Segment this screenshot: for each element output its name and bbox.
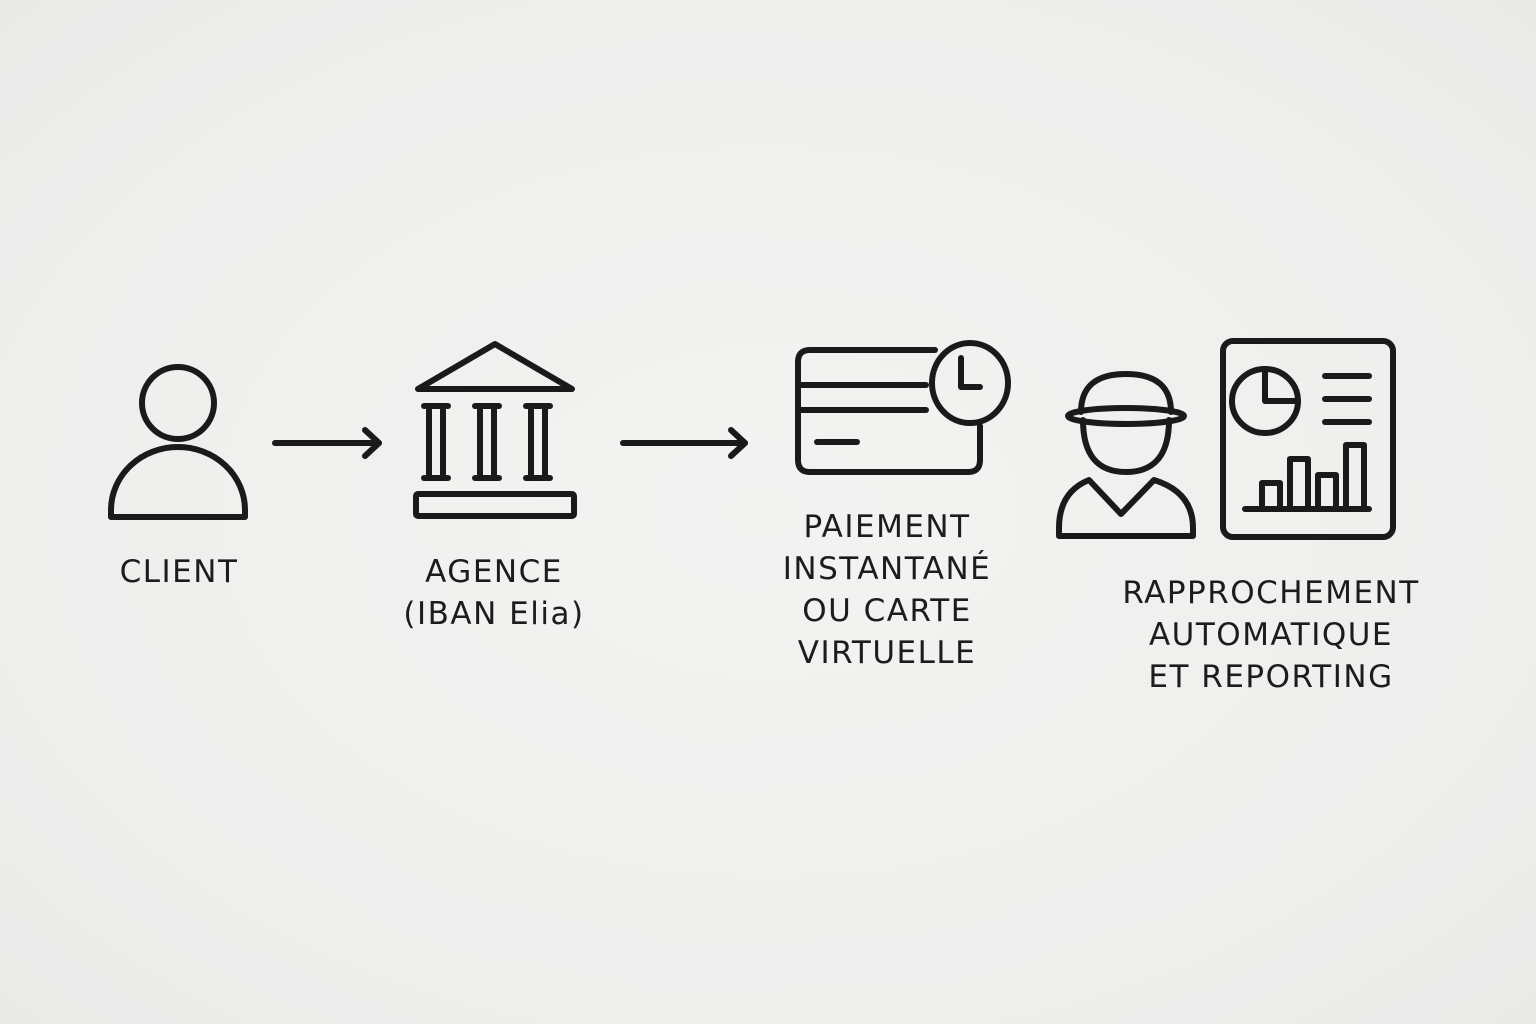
- person-icon: [108, 364, 248, 520]
- step-agence-label: AGENCE (IBAN Elia): [403, 551, 584, 635]
- label-line: AGENCE: [425, 554, 563, 590]
- arrow-right-icon: [620, 427, 748, 459]
- label-line: PAIEMENT: [803, 509, 971, 545]
- label-line: (IBAN Elia): [403, 596, 585, 632]
- arrow-right-icon: [272, 427, 382, 459]
- label-line: RAPPROCHEMENT: [1122, 575, 1420, 611]
- step-client-label: CLIENT: [120, 551, 239, 593]
- person-hat-icon: [1056, 371, 1196, 539]
- label-line: VIRTUELLE: [797, 635, 977, 671]
- step-rapprochement-label: RAPPROCHEMENT AUTOMATIQUE ET REPORTING: [1122, 572, 1419, 698]
- label-line: INSTANTANÉ: [782, 551, 992, 587]
- credit-card-clock-icon: [795, 340, 1011, 475]
- label-line: CLIENT: [119, 554, 239, 590]
- report-chart-icon: [1220, 338, 1396, 540]
- label-line: OU CARTE: [802, 593, 972, 629]
- label-line: AUTOMATIQUE: [1148, 617, 1394, 653]
- bank-icon: [413, 341, 577, 519]
- step-paiement-label: PAIEMENT INSTANTANÉ OU CARTE VIRTUELLE: [783, 506, 991, 674]
- label-line: ET REPORTING: [1148, 659, 1394, 695]
